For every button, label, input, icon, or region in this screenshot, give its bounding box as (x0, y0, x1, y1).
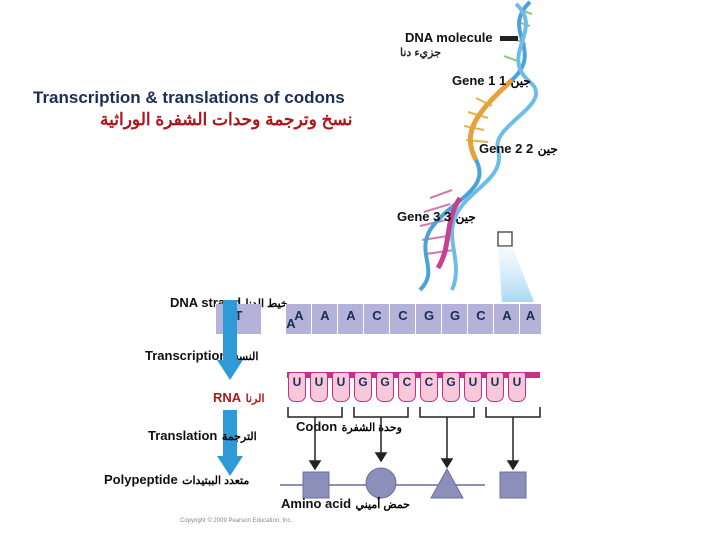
codon-arrow-head (440, 458, 454, 469)
polypeptide-label: Polypeptide متعدد الببتيدات (104, 472, 250, 487)
dna-helix-illustration (418, 0, 539, 302)
dna-base-box: T (215, 304, 261, 334)
dna-base-box: C (363, 304, 390, 334)
arrow-head-translation (217, 456, 243, 476)
rna-base-box: C (398, 372, 416, 402)
dna-base-box: A (519, 304, 541, 334)
codon-label: Codon وحدة الشفرة (296, 419, 402, 434)
rna-base-box: U (288, 372, 306, 402)
rna-base-box: C (420, 372, 438, 402)
dna-base-box: A (285, 304, 312, 334)
codon-arrow-head (374, 452, 388, 463)
rna-strand: U U U G G C C G U U U (287, 372, 542, 406)
amino-acid-square (302, 471, 330, 499)
dna-base-box: G (441, 304, 468, 334)
dna-base-box: A (493, 304, 520, 334)
arrow-shaft-translation (223, 410, 237, 458)
gene2-label: Gene 2 2 جين (479, 141, 558, 156)
codon-arrow-head (308, 460, 322, 471)
rna-base-box: U (310, 372, 328, 402)
amino-acid-circle (365, 467, 397, 499)
arrow-head-transcription (217, 360, 243, 380)
dna-base-box: A (311, 304, 338, 334)
copyright-text: Copyright © 2009 Pearson Education, Inc. (180, 518, 293, 524)
dna-molecule-label-ar: جزيء دنا (400, 47, 442, 59)
codon-translation-diagram (280, 407, 541, 499)
arrow-shaft-transcription (223, 300, 237, 362)
codon-bracket (419, 407, 475, 418)
dna-base-box: C (389, 304, 416, 334)
rna-base-box: U (332, 372, 350, 402)
rna-base-box: U (486, 372, 504, 402)
dna-base-box: G (415, 304, 442, 334)
dna-molecule-label: DNA molecule (405, 30, 493, 45)
rna-base-box: G (376, 372, 394, 402)
dna-base-letter: A (286, 316, 296, 331)
codon-bracket (485, 407, 541, 418)
codon-bracket (353, 407, 409, 418)
codon-bracket (287, 407, 343, 418)
dna-base-box: C (467, 304, 494, 334)
gene3-label: Gene 3 3 جين (397, 209, 476, 224)
rna-label: RNA الرنا (213, 390, 265, 405)
page-title-ar: نسخ وترجمة وحدات الشفرة الوراثية (100, 110, 353, 129)
amino-acid-square (499, 471, 527, 499)
rna-base-box: G (442, 372, 460, 402)
page-title: Transcription & translations of codons (33, 88, 345, 107)
amino-acid-label: Amino acid حمض أميني (281, 496, 410, 511)
dna-molecule-pointer (500, 36, 518, 41)
rna-base-box: U (464, 372, 482, 402)
dna-base-box: A (337, 304, 364, 334)
dna-strand: T A A A C C G G C A A (215, 304, 541, 342)
gene1-label: Gene 1 1 جين (452, 73, 531, 88)
rna-base-box: G (354, 372, 372, 402)
process-arrows (217, 300, 243, 476)
codon-arrow-head (506, 460, 520, 471)
amino-acid-triangle (430, 467, 464, 499)
translation-label: Translation الترجمة (148, 428, 257, 443)
rna-base-box: U (508, 372, 526, 402)
